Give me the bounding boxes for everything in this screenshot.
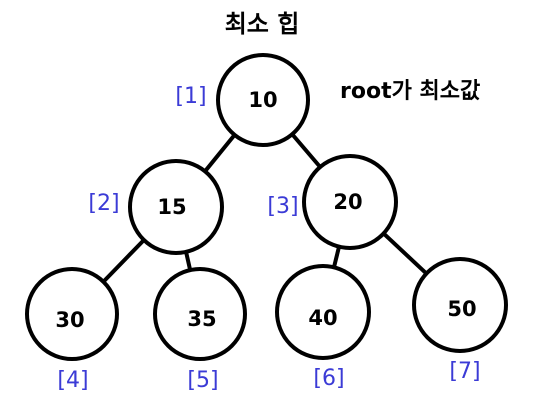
diagram-title: 최소 힙: [225, 10, 300, 38]
node-value-40: 40: [308, 306, 337, 330]
edge-10-15: [203, 133, 237, 173]
edges: [101, 132, 428, 284]
node-value-10: 10: [248, 88, 277, 112]
node-circle-15: [128, 159, 224, 255]
node-circle-20: [302, 154, 398, 250]
node-index-3: [3]: [267, 194, 298, 219]
node-index-7: [7]: [449, 359, 480, 384]
node-circle-35: [153, 267, 247, 361]
node-index-4: [4]: [57, 368, 88, 393]
node-circle-30: [25, 267, 119, 361]
node-circle-50: [412, 257, 508, 353]
node-index-2: [2]: [88, 191, 119, 216]
node-value-35: 35: [187, 307, 216, 331]
node-value-30: 30: [55, 308, 84, 332]
node-value-50: 50: [447, 297, 476, 321]
edge-15-35: [184, 251, 193, 271]
node-circle-40: [275, 264, 371, 360]
node-value-20: 20: [333, 190, 362, 214]
node-index-5: [5]: [187, 368, 218, 393]
indices: [1] [2] [3] [4] [5] [6] [7]: [57, 84, 480, 393]
node-value-15: 15: [157, 195, 186, 219]
edge-15-30: [101, 238, 146, 284]
node-circle-10: [216, 53, 310, 147]
root-note: root가 최소값: [340, 79, 480, 104]
node-index-1: [1]: [175, 84, 206, 109]
edge-20-40: [332, 246, 341, 268]
edge-20-50: [382, 231, 428, 276]
edge-10-20: [290, 132, 322, 169]
node-index-6: [6]: [313, 366, 344, 391]
nodes: 10 15 20 30 35 40 50: [25, 53, 508, 361]
